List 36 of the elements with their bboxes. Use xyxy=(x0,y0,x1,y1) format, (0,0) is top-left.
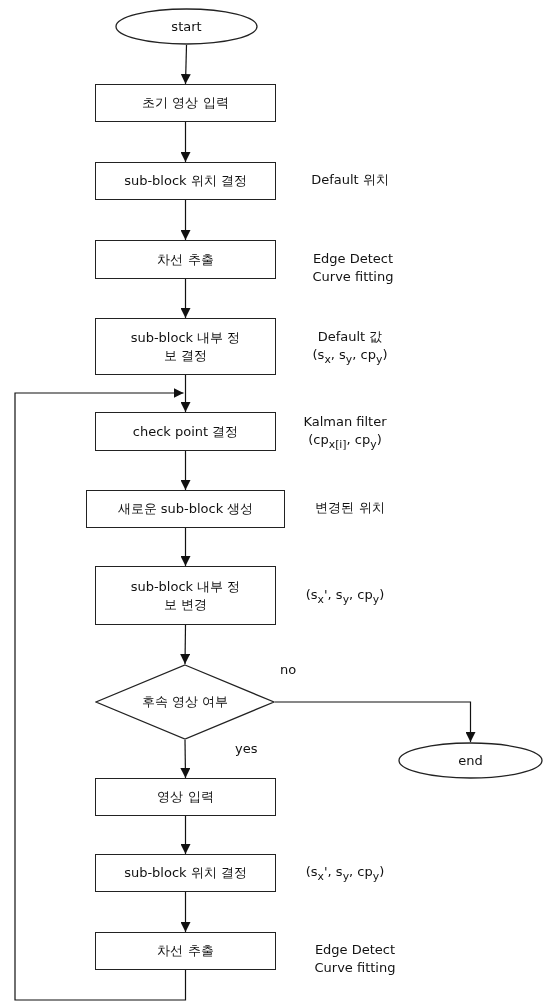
process-box: check point 결정 xyxy=(95,412,276,451)
arrow xyxy=(180,199,191,241)
arrow xyxy=(180,624,191,665)
arrow xyxy=(180,278,191,319)
side-note: (s$_{x}$', s$_{y}$, cp$_{y}$) xyxy=(304,863,386,884)
process-box: sub-block 내부 정보 변경 xyxy=(95,566,276,625)
process-box: sub-block 위치 결정 xyxy=(95,854,276,892)
arrow xyxy=(180,374,191,413)
process-box: 새로운 sub-block 생성 xyxy=(86,490,285,528)
side-note: (cp$_{x[i]}$, cp$_{y}$) xyxy=(307,430,383,452)
process-box: 초기 영상 입력 xyxy=(95,84,276,122)
process-box: 차선 추출 xyxy=(95,932,276,970)
side-note: (s$_{x}$, s$_{y}$, cp$_{y}$) xyxy=(311,345,389,367)
side-note: Default 값 xyxy=(316,327,384,346)
arrow xyxy=(180,891,191,933)
process-box: 차선 추출 xyxy=(95,240,276,279)
process-box: sub-block 위치 결정 xyxy=(95,162,276,200)
side-note: Default 위치 xyxy=(310,171,390,189)
decision-diamond: 후속 영상 여부 xyxy=(95,664,275,740)
terminal-ellipse: end xyxy=(398,742,543,779)
arrow xyxy=(274,701,476,743)
arrow xyxy=(14,388,187,1001)
terminal-ellipse: start xyxy=(115,8,258,45)
arrow xyxy=(180,527,191,567)
arrow xyxy=(180,44,191,85)
side-note: Kalman filter xyxy=(302,412,388,431)
arrow xyxy=(180,815,191,855)
arrow xyxy=(180,739,191,779)
process-box: sub-block 내부 정보 결정 xyxy=(95,318,276,375)
arrow xyxy=(180,121,191,163)
side-note: (s$_{x}$', s$_{y}$, cp$_{y}$) xyxy=(304,585,386,607)
side-note: Edge Detect Curve fitting xyxy=(311,249,395,286)
process-box: 영상 입력 xyxy=(95,778,276,816)
arrow xyxy=(180,450,191,491)
side-note: 변경된 위치 xyxy=(314,499,386,517)
side-note: Edge Detect Curve fitting xyxy=(313,941,397,978)
